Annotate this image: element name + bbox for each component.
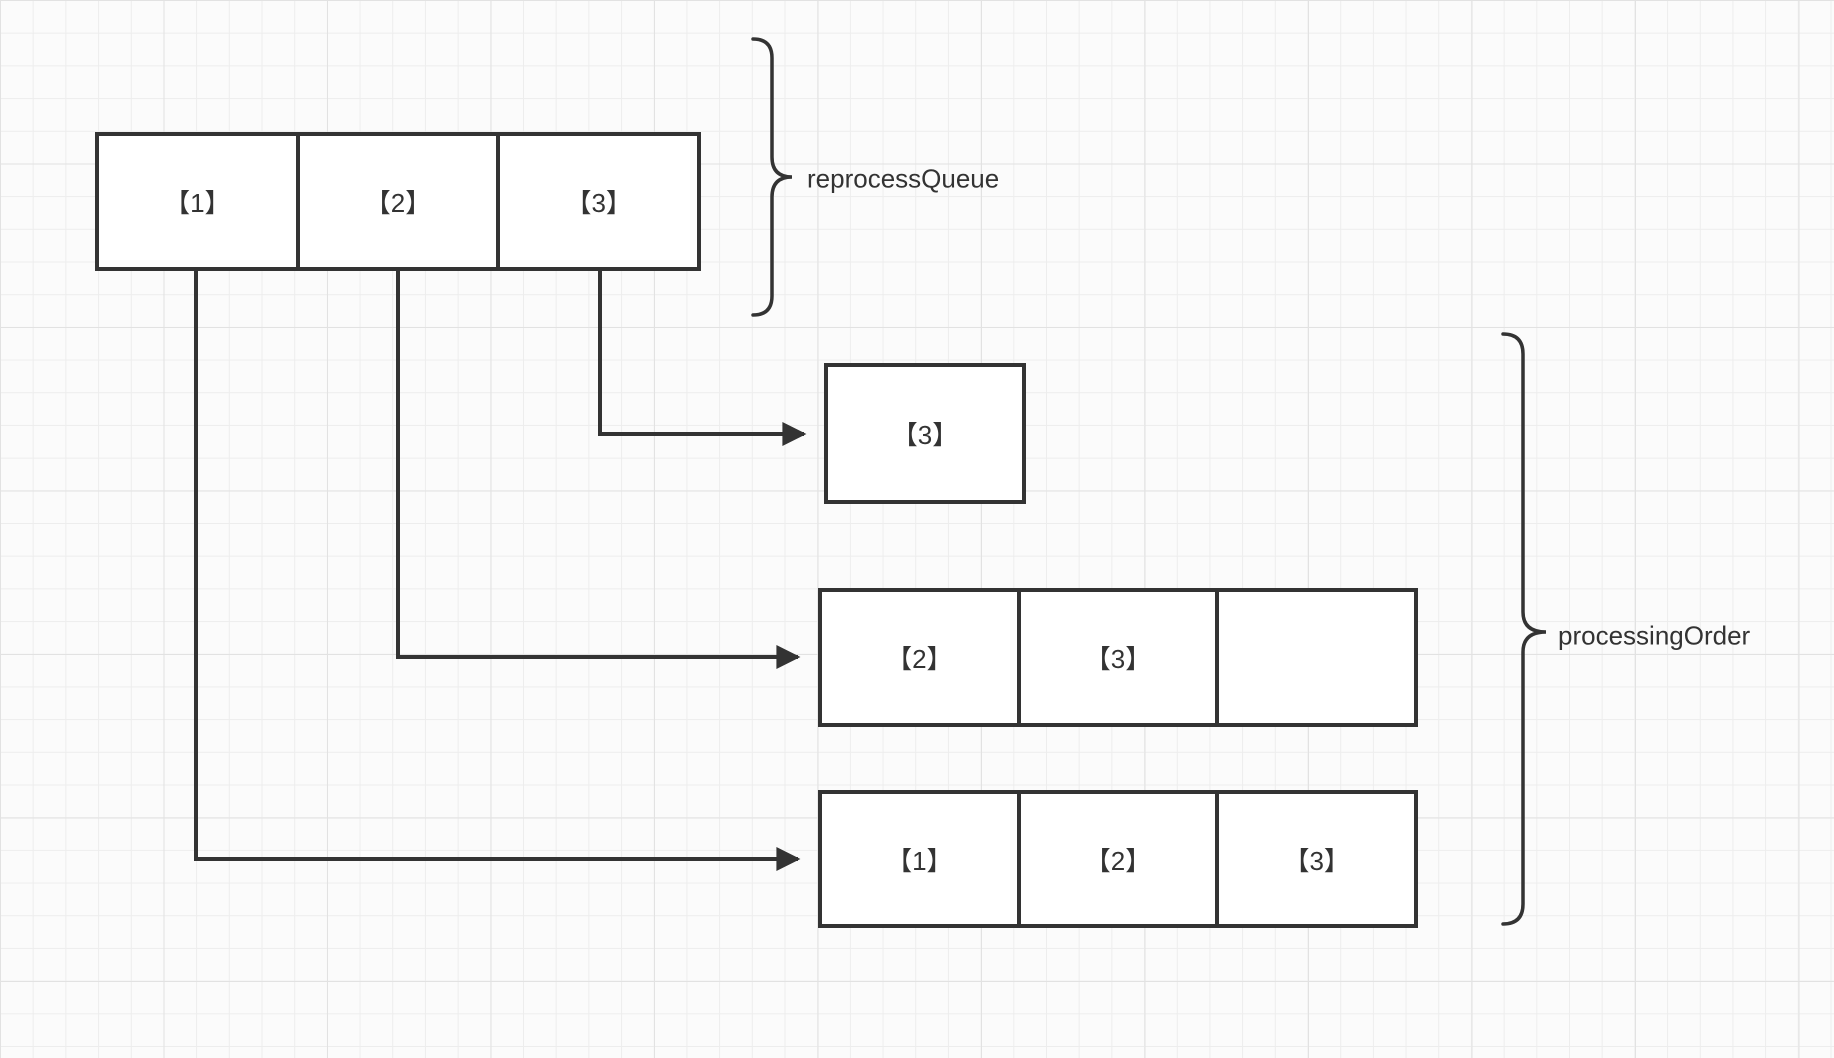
- queue-cell-1: 【1】: [164, 188, 231, 218]
- step3-cell-3: 【3】: [1215, 794, 1414, 924]
- reprocess-queue-brace: [751, 37, 793, 317]
- step2-cell-3-empty: [1215, 592, 1414, 723]
- processing-order-label: processingOrder: [1558, 620, 1751, 651]
- arrow-queue3-to-step1: [598, 271, 807, 446]
- step3-cell-1: 【1】: [886, 845, 953, 876]
- step2-cell-1: 【2】: [886, 644, 953, 674]
- step2-cell-2: 【3】: [1016, 592, 1216, 723]
- step3-cell-2: 【2】: [1016, 794, 1216, 924]
- queue-cell-3: 【3】: [496, 136, 697, 267]
- reprocess-queue-row: 【1】 【2】 【3】: [95, 132, 701, 271]
- processing-step3-row: 【1】 【2】 【3】: [818, 790, 1418, 928]
- arrow-queue1-to-step3: [194, 271, 801, 871]
- queue-cell-2: 【2】: [295, 136, 497, 267]
- processing-step2-row: 【2】 【3】: [818, 588, 1418, 727]
- processing-order-brace: [1501, 332, 1547, 926]
- reprocess-queue-label: reprocessQueue: [807, 163, 1000, 194]
- arrow-queue2-to-step2: [396, 271, 801, 669]
- processing-step1-box: 【3】: [824, 363, 1026, 504]
